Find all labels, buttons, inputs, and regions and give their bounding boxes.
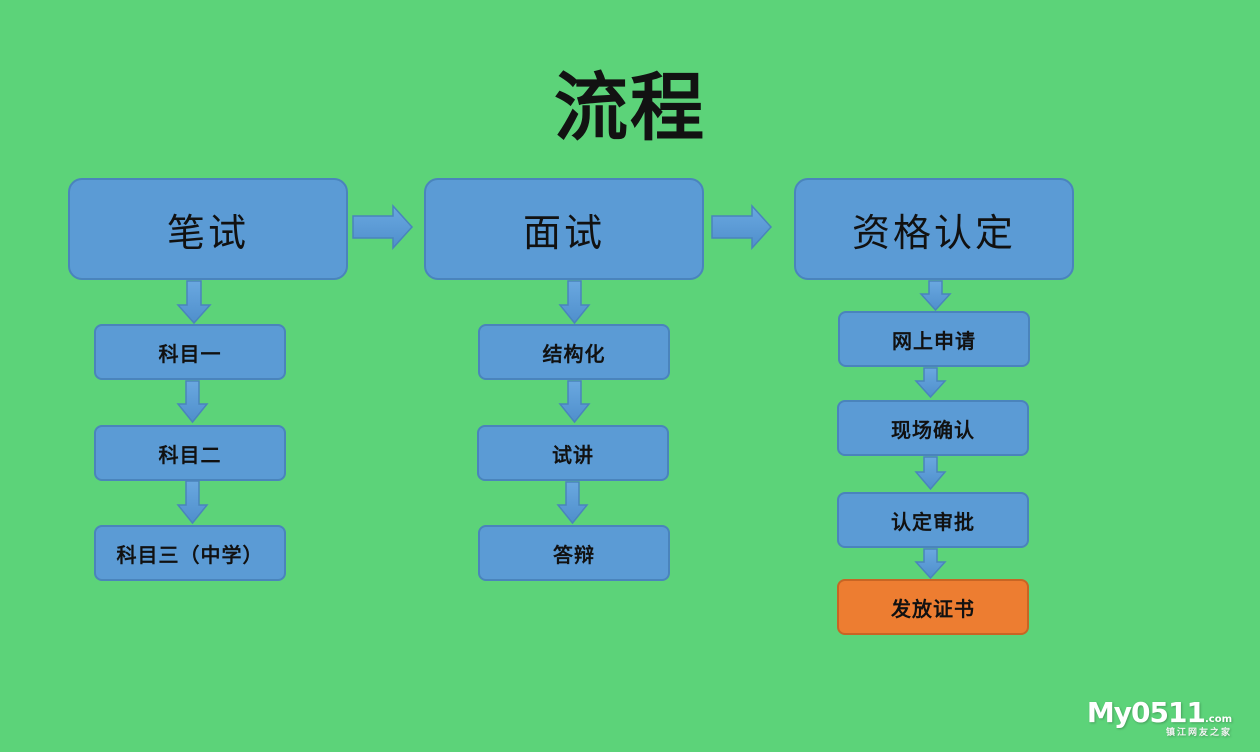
step-structured: 结构化 xyxy=(478,324,670,380)
arrow-down xyxy=(176,280,212,325)
stage-written-exam: 笔试 xyxy=(68,178,348,280)
stage-qualification: 资格认定 xyxy=(794,178,1074,280)
arrow-right xyxy=(711,204,773,250)
arrow-down xyxy=(914,548,947,580)
arrow-down xyxy=(914,367,947,399)
watermark-logo: My0511.com 镇江网友之家 xyxy=(1086,696,1232,738)
arrow-right xyxy=(352,204,414,250)
step-subject-2: 科目二 xyxy=(94,425,286,481)
arrow-down xyxy=(558,280,591,325)
step-approval: 认定审批 xyxy=(837,492,1029,548)
arrow-down xyxy=(176,480,209,525)
arrow-down xyxy=(919,280,952,312)
step-trial-lecture: 试讲 xyxy=(477,425,669,481)
step-issue-certificate: 发放证书 xyxy=(837,579,1029,635)
step-defense: 答辩 xyxy=(478,525,670,581)
arrow-down xyxy=(914,456,947,491)
step-subject-3: 科目三（中学） xyxy=(94,525,286,581)
arrow-down xyxy=(556,481,589,525)
step-online-application: 网上申请 xyxy=(838,311,1030,367)
arrow-down xyxy=(558,380,591,424)
arrow-down xyxy=(176,380,209,424)
step-onsite-confirmation: 现场确认 xyxy=(837,400,1029,456)
step-subject-1: 科目一 xyxy=(94,324,286,380)
diagram-title: 流程 xyxy=(554,65,706,151)
stage-interview: 面试 xyxy=(424,178,704,280)
